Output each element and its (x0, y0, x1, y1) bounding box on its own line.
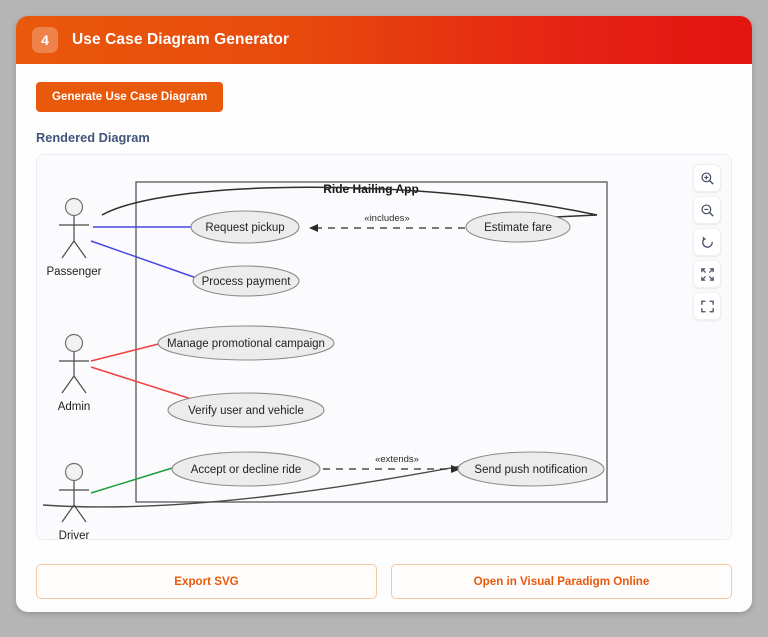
use-case-accept-or-decline-ride[interactable]: Accept or decline ride (171, 451, 321, 487)
use-case-ellipse (167, 392, 325, 428)
card-header: 4 Use Case Diagram Generator (16, 16, 752, 64)
zoom-in-button[interactable] (693, 164, 721, 192)
use-case-label: Verify user and vehicle (188, 405, 304, 417)
use-case-ellipse (457, 451, 605, 487)
zoom-controls (693, 164, 721, 320)
fit-to-screen-button[interactable] (693, 260, 721, 288)
use-case-ellipse (190, 210, 300, 244)
reset-button[interactable] (693, 228, 721, 256)
use-case-ellipse (465, 211, 571, 243)
relation-stereotype-label: «includes» (364, 213, 409, 224)
actor-leg-left (61, 240, 75, 259)
use-case-diagram: Ride Hailing App Passenger (42, 181, 608, 540)
relation-stereotype-label: «extends» (375, 454, 419, 465)
actor-leg-right (73, 504, 87, 523)
use-case-label: Manage promotional campaign (167, 338, 325, 350)
use-case-process-payment[interactable]: Process payment (192, 265, 300, 297)
actor-admin: Admin (58, 333, 91, 413)
use-case-label: Send push notification (474, 464, 587, 476)
actor-head-icon (64, 333, 84, 353)
use-case-ellipse (192, 265, 300, 297)
actor-label-admin: Admin (58, 401, 91, 413)
use-case-manage-promotional-campaign[interactable]: Manage promotional campaign (157, 325, 335, 361)
export-svg-button[interactable]: Export SVG (36, 564, 377, 599)
generator-card: 4 Use Case Diagram Generator Generate Us… (16, 16, 752, 612)
assoc-passenger-process-payment (90, 240, 206, 282)
actor-driver: Driver (59, 462, 90, 540)
use-case-estimate-fare[interactable]: Estimate fare (465, 211, 571, 243)
use-case-label: Accept or decline ride (191, 464, 302, 476)
fullscreen-icon (700, 300, 714, 312)
actor-leg-left (61, 375, 75, 394)
diagram-canvas[interactable]: Ride Hailing App Passenger (36, 154, 732, 540)
reset-icon (701, 236, 713, 248)
generate-use-case-diagram-button[interactable]: Generate Use Case Diagram (36, 82, 224, 112)
system-boundary-box (135, 181, 608, 503)
relation-includes: «includes» (309, 213, 465, 232)
use-case-label: Process payment (202, 276, 292, 288)
open-in-visual-paradigm-button[interactable]: Open in Visual Paradigm Online (391, 564, 732, 599)
actor-leg-right (73, 375, 87, 394)
assoc-admin-verify-user (90, 366, 205, 404)
unused-path (472, 211, 524, 455)
footer-actions: Export SVG Open in Visual Paradigm Onlin… (36, 564, 732, 599)
use-case-label: Estimate fare (484, 222, 552, 234)
use-case-ellipse (171, 451, 321, 487)
use-case-label: Request pickup (205, 222, 284, 234)
use-case-ellipse (157, 325, 335, 361)
relation-arrowhead (309, 224, 318, 232)
actor-leg-right (73, 240, 87, 259)
actor-label-passenger: Passenger (47, 266, 102, 278)
rendered-diagram-label: Rendered Diagram (36, 130, 150, 145)
use-case-send-push-notification[interactable]: Send push notification (457, 451, 605, 487)
step-number-badge: 4 (32, 27, 58, 53)
use-case-request-pickup[interactable]: Request pickup (190, 210, 300, 244)
actor-leg-left (61, 504, 75, 523)
actor-label-driver: Driver (59, 530, 90, 540)
use-case-verify-user-and-vehicle[interactable]: Verify user and vehicle (167, 392, 325, 428)
association-curve-passenger (101, 186, 598, 216)
card-body: Generate Use Case Diagram Rendered Diagr… (16, 64, 752, 540)
fit-to-screen-icon (700, 267, 714, 281)
zoom-in-icon (700, 171, 714, 185)
actor-passenger: Passenger (47, 197, 102, 278)
actor-head-icon (64, 197, 84, 217)
fullscreen-button[interactable] (693, 292, 721, 320)
actor-head-icon (64, 462, 84, 482)
zoom-out-icon (700, 203, 714, 217)
relation-arrowhead (451, 465, 461, 473)
relation-extends: «extends» (323, 454, 461, 473)
page-title: Use Case Diagram Generator (72, 31, 290, 48)
zoom-out-button[interactable] (693, 196, 721, 224)
